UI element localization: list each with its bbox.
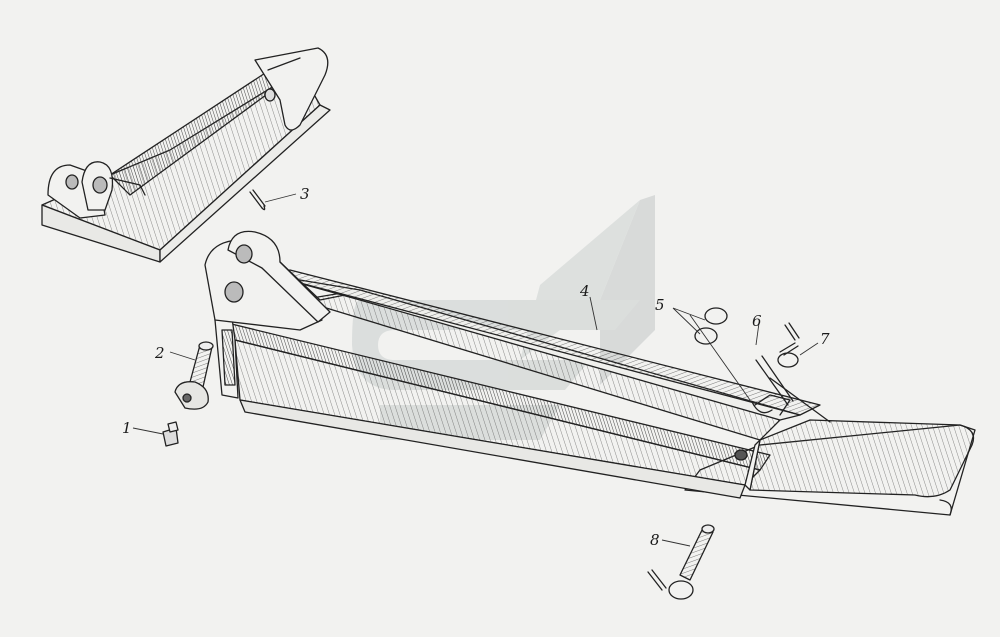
- callout-labels: 1 2 3 4 5 6 7 8: [122, 185, 830, 549]
- callout-3: 3: [300, 185, 310, 203]
- callout-5: 5: [655, 296, 665, 314]
- cotter-washer: [777, 322, 800, 368]
- leader-lines: [132, 193, 819, 547]
- callout-4: 4: [579, 282, 590, 300]
- callout-7: 7: [820, 330, 830, 348]
- cotter-pin-3: [249, 189, 266, 211]
- long-pin: [647, 524, 715, 600]
- chain-lever: [755, 342, 831, 423]
- main-beam: [204, 230, 976, 516]
- callout-6: 6: [752, 312, 762, 330]
- flanged-pin: [174, 341, 214, 410]
- washers: [694, 307, 728, 345]
- bolt: [162, 421, 179, 447]
- callout-1: 1: [122, 419, 132, 437]
- upper-frame-assembly: [41, 47, 331, 263]
- callout-8: 8: [650, 531, 660, 549]
- callout-2: 2: [154, 344, 165, 362]
